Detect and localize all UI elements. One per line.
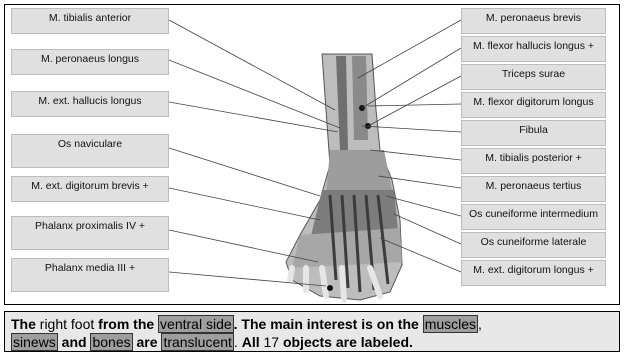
highlight-translucent: translucent — [161, 333, 233, 351]
label-m-peronaeus-longus: M. peronaeus longus — [11, 49, 169, 75]
label-m-tibialis-posterior: M. tibialis posterior + — [461, 148, 606, 174]
caption-text: 17 — [260, 334, 283, 350]
label-os-cuneiforme-intermedium: Os cuneiforme intermedium — [461, 204, 606, 230]
caption-text: and — [58, 334, 91, 350]
label-os-cuneiforme-laterale: Os cuneiforme laterale — [461, 232, 606, 258]
label-phalanx-proximalis-iv: Phalanx proximalis IV + — [11, 216, 169, 250]
caption-text: . The main interest is on the — [234, 316, 419, 332]
caption-text: right foot — [36, 316, 98, 332]
caption-text: . — [234, 334, 242, 350]
label-m-ext-digitorum-brevis: M. ext. digitorum brevis + — [11, 176, 169, 202]
caption-text: All — [242, 334, 260, 350]
caption-text: The — [11, 316, 36, 332]
caption-text: , — [478, 316, 482, 332]
label-m-peronaeus-brevis: M. peronaeus brevis — [461, 8, 606, 34]
label-triceps-surae: Triceps surae — [461, 64, 606, 90]
label-m-ext-digitorum-longus: M. ext. digitorum longus + — [461, 260, 606, 286]
highlight-muscles: muscles — [423, 315, 478, 333]
label-fibula: Fibula — [461, 120, 606, 146]
caption: The right foot from the ventral side. Th… — [4, 311, 620, 352]
label-m-flexor-digitorum-longus: M. flexor digitorum longus — [461, 92, 606, 118]
label-m-flexor-hallucis-longus: M. flexor hallucis longus + — [461, 36, 606, 62]
label-m-peronaeus-tertius: M. peronaeus tertius — [461, 176, 606, 202]
highlight-bones: bones — [90, 333, 132, 351]
label-os-naviculare: Os naviculare — [11, 134, 169, 168]
caption-text: from the — [98, 316, 154, 332]
highlight-ventral-side: ventral side — [158, 315, 234, 333]
highlight-sinews: sinews — [11, 333, 58, 351]
caption-text: are — [133, 334, 162, 350]
label-phalanx-media-iii: Phalanx media III + — [11, 258, 169, 292]
caption-text: objects are labeled. — [283, 334, 413, 350]
label-m-ext-hallucis-longus: M. ext. hallucis longus — [11, 91, 169, 117]
label-m-tibialis-anterior: M. tibialis anterior — [11, 8, 169, 34]
